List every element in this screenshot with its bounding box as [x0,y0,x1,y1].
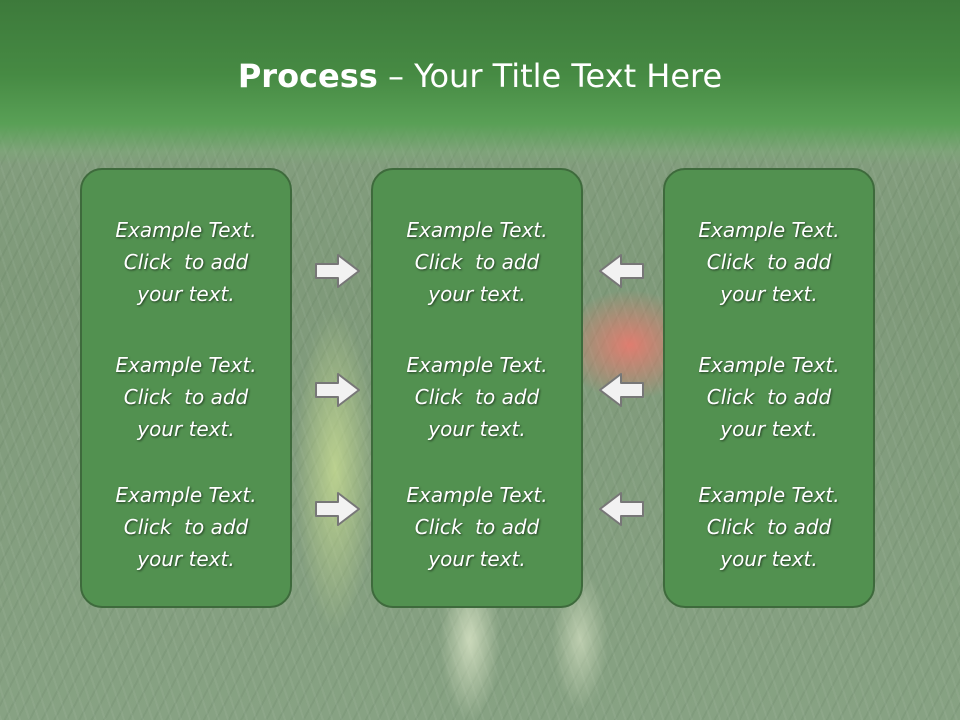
process-box-left[interactable]: Example Text. Click to add your text. Ex… [80,168,292,608]
text-item[interactable]: Example Text. Click to add your text. [82,479,290,575]
text-item[interactable]: Example Text. Click to add your text. [373,479,581,575]
text-line: your text. [720,282,818,306]
text-line: Example Text. [698,218,840,242]
text-line: Example Text. [115,353,257,377]
text-line: Click to add [706,515,832,539]
text-line: Example Text. [115,483,257,507]
text-line: Example Text. [698,483,840,507]
text-line: Click to add [706,250,832,274]
text-line: Example Text. [115,218,257,242]
text-line: your text. [720,547,818,571]
title-text: Your Title Text Here [414,57,723,95]
text-line: Example Text. [406,218,548,242]
text-line: Click to add [414,515,540,539]
text-line: your text. [428,417,526,441]
text-item[interactable]: Example Text. Click to add your text. [373,214,581,310]
text-line: Click to add [414,385,540,409]
text-line: your text. [137,282,235,306]
text-line: Click to add [706,385,832,409]
text-line: Click to add [123,515,249,539]
title-bold: Process [237,57,378,95]
text-item[interactable]: Example Text. Click to add your text. [665,479,873,575]
text-item[interactable]: Example Text. Click to add your text. [82,214,290,310]
arrow-right-icon [313,251,363,291]
text-item[interactable]: Example Text. Click to add your text. [665,349,873,445]
title-band [0,0,960,165]
text-line: Example Text. [406,353,548,377]
text-line: Example Text. [698,353,840,377]
text-line: your text. [137,417,235,441]
text-line: your text. [428,282,526,306]
text-line: Click to add [414,250,540,274]
title-separator: – [377,57,415,95]
text-line: Click to add [123,250,249,274]
process-box-middle[interactable]: Example Text. Click to add your text. Ex… [371,168,583,608]
process-box-right[interactable]: Example Text. Click to add your text. Ex… [663,168,875,608]
arrow-right-icon [313,370,363,410]
text-line: your text. [428,547,526,571]
text-line: your text. [137,547,235,571]
arrow-left-icon [596,251,646,291]
text-line: Click to add [123,385,249,409]
slide-title[interactable]: Process – Your Title Text Here [0,52,960,100]
arrow-right-icon [313,489,363,529]
text-line: Example Text. [406,483,548,507]
arrow-left-icon [596,370,646,410]
text-item[interactable]: Example Text. Click to add your text. [373,349,581,445]
arrow-left-icon [596,489,646,529]
text-item[interactable]: Example Text. Click to add your text. [665,214,873,310]
text-item[interactable]: Example Text. Click to add your text. [82,349,290,445]
text-line: your text. [720,417,818,441]
